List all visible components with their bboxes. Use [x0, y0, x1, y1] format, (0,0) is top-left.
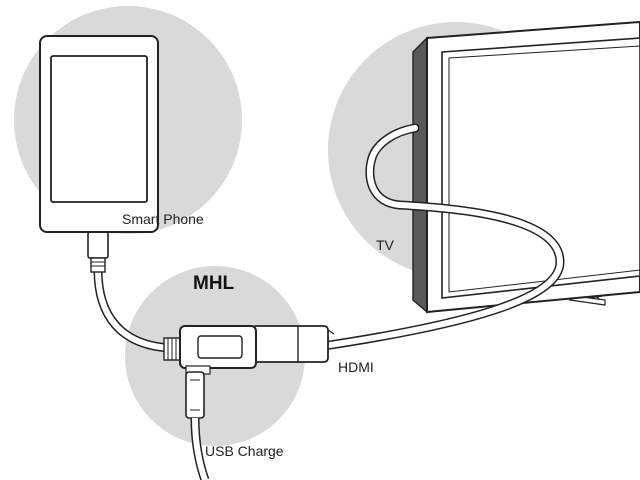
mhl-adapter-icon — [163, 325, 257, 375]
tv-label: TV — [376, 237, 394, 253]
television-icon — [412, 20, 640, 314]
mhl-label: MHL — [193, 273, 235, 294]
usb-cable-icon — [185, 371, 210, 480]
micro-usb-cable — [87, 231, 175, 353]
usb-charge-label: USB Charge — [205, 443, 284, 459]
hdmi-label: HDMI — [338, 359, 374, 375]
smartphone-icon — [39, 35, 159, 233]
smart-phone-label: Smart Phone — [122, 211, 204, 227]
hdmi-cable-icon — [251, 123, 565, 363]
